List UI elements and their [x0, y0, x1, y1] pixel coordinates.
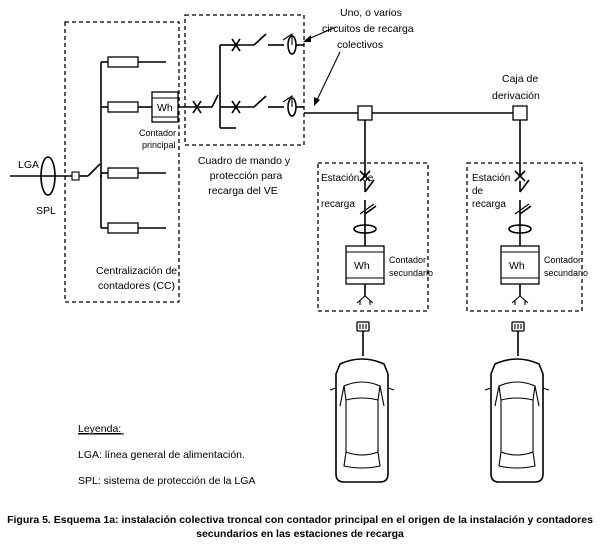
- cc-fuse-4: [107, 222, 139, 234]
- station-2-meter-label-2: secundario: [544, 268, 588, 278]
- legend-title: Leyenda:: [78, 423, 121, 435]
- station-1-meter-label-2: secundario: [389, 268, 433, 278]
- circuits-label-3: colectivos: [337, 39, 383, 51]
- cuadro-enclosure: [184, 14, 305, 146]
- cuadro-label-2: protección para: [210, 170, 283, 182]
- cc-label-2: contadores (CC): [98, 280, 175, 292]
- cc-label-1: Centralización de: [96, 265, 177, 277]
- cc-busbar: [100, 56, 166, 234]
- cuadro-label-3: recarga del VE: [208, 185, 277, 197]
- lga-label: LGA: [18, 159, 39, 171]
- station-1-meter-label-1: Contador: [389, 255, 426, 265]
- cc-fuse-3: [107, 167, 139, 179]
- legend-item-lga: LGA: línea general de alimentación.: [78, 449, 245, 461]
- junction-box-1: [357, 105, 373, 121]
- legend-item-spl: SPL: sistema de protección de la LGA: [78, 475, 255, 487]
- trunk-line: [304, 105, 528, 121]
- station-1-wh: Wh: [354, 260, 370, 272]
- caja-label-1: Caja de: [502, 73, 538, 85]
- spl-label: SPL: [36, 205, 56, 217]
- car-2: [484, 358, 550, 483]
- circuits-arrows: [303, 26, 341, 106]
- main-meter-label-2: principal: [142, 140, 176, 150]
- main-meter-wh: Wh: [157, 102, 173, 114]
- charging-station-2: [466, 120, 583, 356]
- cc-enclosure: [64, 21, 180, 303]
- station-2-label-1: Estación: [472, 173, 510, 184]
- circuits-label-1: Uno, o varios: [340, 7, 402, 19]
- cuadro-label-1: Cuadro de mando y: [198, 155, 291, 167]
- car-1: [329, 358, 395, 483]
- main-meter-label-1: Contador: [139, 128, 176, 138]
- station-2-wh: Wh: [509, 260, 525, 272]
- charging-station-1: [317, 120, 429, 356]
- junction-box-2: [512, 105, 528, 121]
- station-2-label-3: recarga: [472, 199, 506, 210]
- lga-feed: [10, 156, 102, 196]
- figure-caption-line-2: secundarios en las estaciones de recarga: [196, 528, 404, 540]
- cc-fuse-1: [107, 56, 139, 68]
- caja-label-2: derivación: [492, 90, 540, 102]
- main-meter: [151, 91, 196, 123]
- cc-fuse-2: [107, 101, 139, 113]
- station-2-label-2: de: [472, 186, 484, 197]
- station-2-meter-label-1: Contador: [544, 255, 581, 265]
- circuits-label-2: circuitos de recarga: [322, 23, 414, 35]
- station-1-label-1: Estación de: [321, 173, 374, 184]
- station-1-label-2: recarga: [321, 199, 355, 210]
- cuadro-circuits: [192, 32, 304, 129]
- figure-caption-line-1: Figura 5. Esquema 1a: instalación colect…: [7, 514, 593, 526]
